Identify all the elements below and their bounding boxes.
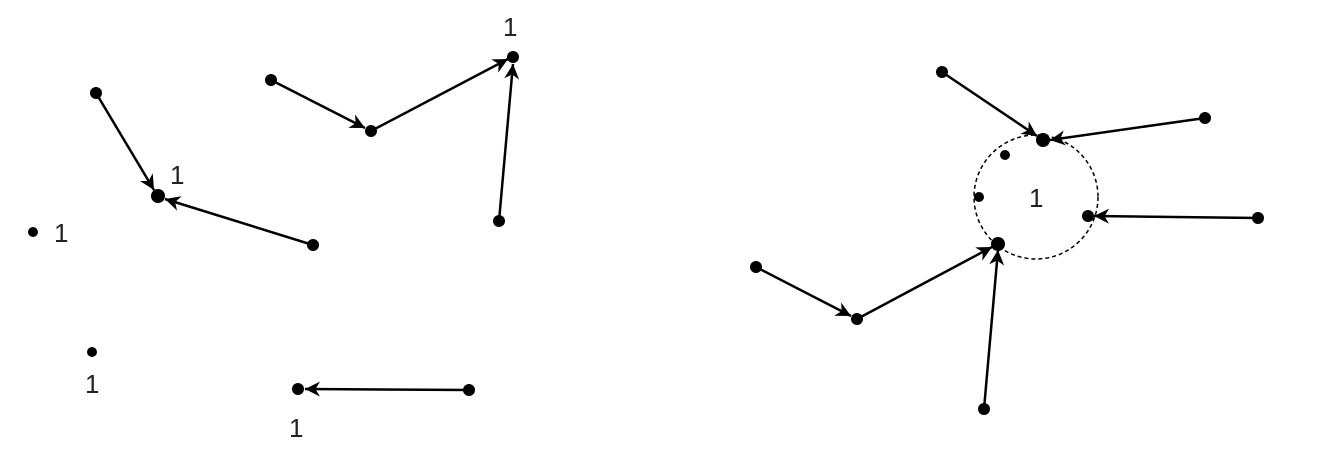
node — [1000, 150, 1010, 160]
node — [991, 237, 1005, 251]
left-diagram: 1 1 1 1 1 — [28, 12, 520, 443]
node — [463, 384, 475, 396]
node-label: 1 — [170, 160, 184, 190]
edge — [164, 196, 314, 247]
edge — [497, 63, 520, 222]
left-edges — [94, 57, 520, 397]
edge — [1093, 208, 1259, 224]
node — [1036, 133, 1050, 147]
node — [265, 74, 277, 86]
node — [28, 227, 38, 237]
edge — [304, 381, 470, 397]
cluster-circle — [973, 134, 1099, 260]
right-edges — [755, 70, 1259, 410]
node — [978, 403, 990, 415]
node — [90, 87, 102, 99]
node — [1082, 210, 1094, 222]
cluster-label: 1 — [1029, 183, 1043, 213]
node — [292, 383, 304, 395]
node-label: 1 — [289, 413, 303, 443]
node-label: 1 — [503, 12, 517, 42]
edge — [856, 245, 993, 321]
node — [87, 347, 97, 357]
node — [936, 66, 948, 78]
edge — [1049, 116, 1206, 146]
node — [851, 313, 863, 325]
left-nodes — [28, 51, 519, 396]
node — [974, 192, 984, 202]
node — [307, 239, 319, 251]
node — [151, 189, 165, 203]
edge — [941, 70, 1038, 138]
edge — [270, 78, 366, 130]
node — [1252, 212, 1264, 224]
right-diagram: 1 — [750, 66, 1264, 415]
edge — [94, 92, 156, 191]
node — [493, 215, 505, 227]
node-label: 1 — [54, 218, 68, 248]
right-nodes — [750, 66, 1264, 415]
edge — [982, 249, 1005, 410]
node-label: 1 — [85, 369, 99, 399]
node — [507, 51, 519, 63]
left-labels: 1 1 1 1 1 — [54, 12, 517, 443]
node — [365, 125, 377, 137]
node — [750, 261, 762, 273]
edge — [755, 265, 852, 318]
node — [1199, 112, 1211, 124]
edge — [370, 57, 509, 133]
